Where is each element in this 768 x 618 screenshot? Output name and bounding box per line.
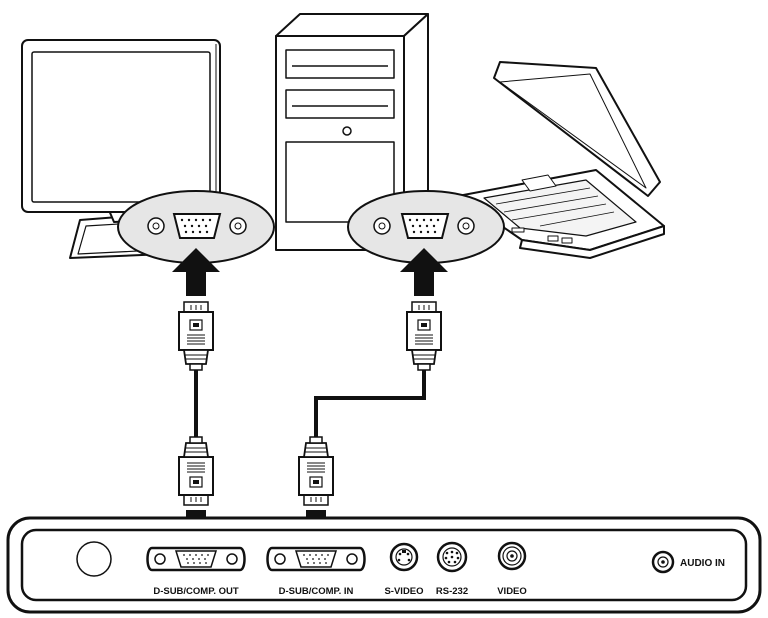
cable-computer xyxy=(314,367,426,440)
label-video: VIDEO xyxy=(497,586,527,597)
label-s-video: S-VIDEO xyxy=(384,586,423,597)
label-audio-in: AUDIO IN xyxy=(680,558,725,569)
dsub-comp-out-port xyxy=(146,546,246,572)
laptop-icon xyxy=(457,61,665,259)
monitor-cable-lower-plug xyxy=(178,436,214,506)
label-rs-232: RS-232 xyxy=(436,586,468,597)
computer-cable-lower-plug xyxy=(298,436,334,506)
monitor-cable-upper-plug xyxy=(178,301,214,371)
dsub-comp-in-port xyxy=(266,546,366,572)
rs-232-port xyxy=(436,541,468,573)
monitor-icon xyxy=(21,39,221,259)
arrow-up-icon xyxy=(172,248,220,296)
label-dsub-comp-out: D-SUB/COMP. OUT xyxy=(153,586,239,597)
label-dsub-comp-in: D-SUB/COMP. IN xyxy=(279,586,354,597)
audio-in-port xyxy=(651,550,675,574)
ir-sensor xyxy=(76,541,112,577)
monitor-vga-callout xyxy=(117,190,275,264)
computer-cable-upper-plug xyxy=(406,301,442,371)
projector-rear-panel xyxy=(6,516,762,614)
s-video-port xyxy=(389,542,419,572)
computer-vga-callout xyxy=(347,190,505,264)
arrow-up-icon xyxy=(400,248,448,296)
video-port xyxy=(497,541,527,571)
